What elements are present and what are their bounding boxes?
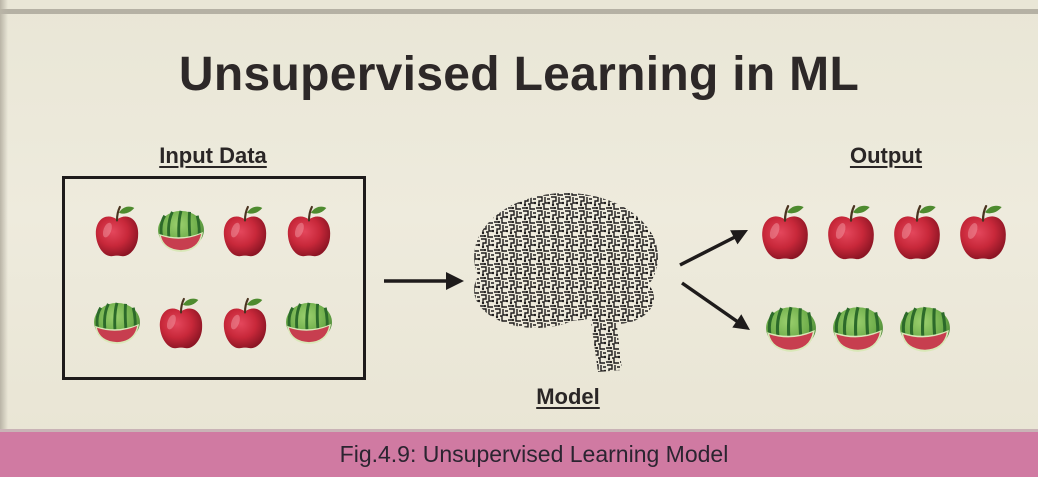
figure-title: Unsupervised Learning in ML bbox=[178, 48, 860, 101]
apple-icon bbox=[818, 202, 884, 262]
arrow-right-icon bbox=[384, 272, 464, 290]
apple-icon bbox=[950, 202, 1016, 262]
caption-bar: Fig.4.9: Unsupervised Learning Model bbox=[0, 432, 1038, 477]
apple-icon bbox=[752, 202, 818, 262]
watermelon-icon bbox=[824, 305, 891, 353]
apple-icon bbox=[285, 203, 333, 259]
watermelon-icon bbox=[156, 209, 206, 253]
apple-icon bbox=[884, 202, 950, 262]
watermelon-icon bbox=[757, 305, 824, 353]
brain-circuit-icon bbox=[474, 193, 658, 372]
input-data-label: Input Data bbox=[159, 143, 267, 168]
frame-top-rule bbox=[0, 9, 1038, 14]
watermelon-icon bbox=[284, 301, 334, 345]
figure-caption: Fig.4.9: Unsupervised Learning Model bbox=[339, 441, 729, 467]
apple-icon bbox=[157, 295, 205, 351]
caption-divider bbox=[0, 429, 1038, 432]
watermelon-icon bbox=[891, 305, 958, 353]
arrow-down-right-icon bbox=[680, 281, 750, 330]
apple-icon bbox=[93, 203, 141, 259]
arrow-up-right-icon bbox=[679, 230, 748, 267]
output-cluster-watermelons bbox=[757, 305, 958, 353]
model-label: Model bbox=[536, 384, 600, 409]
page-edge-shadow bbox=[0, 0, 8, 432]
input-data-grid bbox=[65, 179, 363, 377]
output-cluster-apples bbox=[752, 202, 1016, 262]
apple-icon bbox=[221, 295, 269, 351]
apple-icon bbox=[221, 203, 269, 259]
output-label: Output bbox=[849, 143, 923, 168]
input-data-box bbox=[62, 176, 366, 380]
watermelon-icon bbox=[92, 301, 142, 345]
